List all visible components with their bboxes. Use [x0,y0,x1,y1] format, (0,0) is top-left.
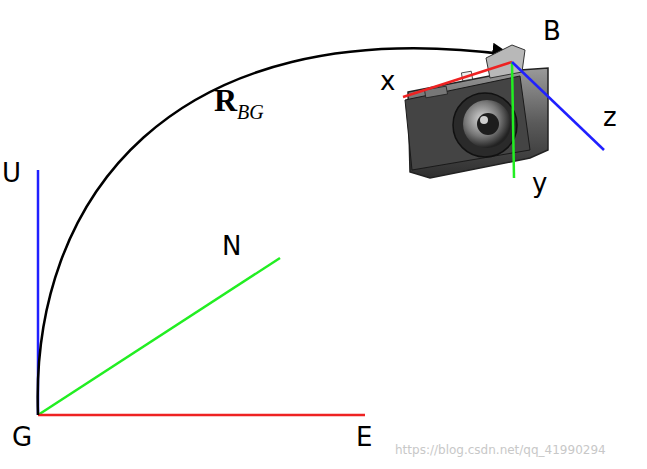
north-axis [38,258,280,415]
y-axis [512,62,514,178]
axis-label: z [603,104,617,130]
watermark: https://blog.csdn.net/qq_41990294 [395,444,606,456]
origin-label: B [543,18,561,44]
east-axis [38,414,365,417]
camera-icon [405,45,548,178]
rotation-symbol: R [214,84,237,116]
axis-label: N [222,233,241,259]
origin-label: G [12,424,32,450]
z-axis [512,62,604,150]
axis-label: U [2,160,21,186]
rotation-subscript: BG [237,102,264,122]
axis-label: E [356,424,372,450]
x-axis [403,62,512,97]
axis-label: y [532,170,547,196]
axis-label: x [380,68,395,94]
